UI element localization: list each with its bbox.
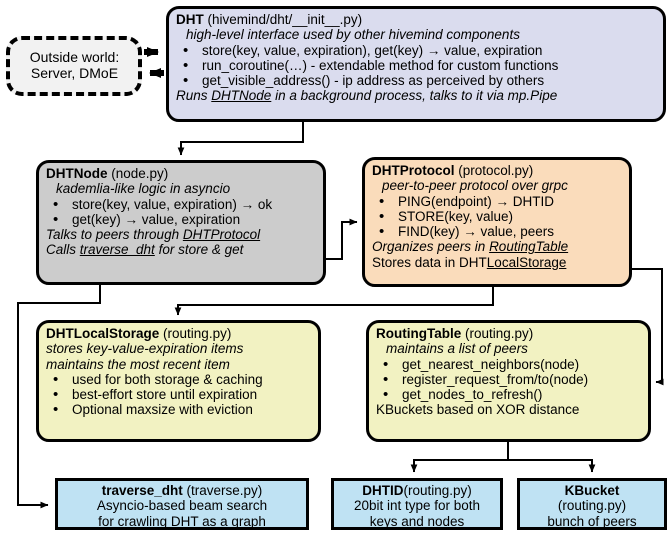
dhtnode-footer-1: Talks to peers through DHTProtocol	[46, 227, 317, 242]
dhtprotocol-title: DHTProtocol	[372, 163, 455, 178]
node-dht[interactable]: DHT (hivemind/dht/__init__.py) high-leve…	[166, 6, 666, 122]
node-outside-world[interactable]: Outside world: Server, DMoE	[6, 36, 142, 96]
dhtprotocol-bullet-2: FIND(key) → value, peers	[372, 223, 623, 241]
wire-routingtable-to-kbucket	[507, 442, 596, 473]
dhtprotocol-link-localstorage[interactable]: LocalStorage	[486, 254, 567, 270]
wire-routingtable-to-dhtid	[410, 442, 509, 473]
wire-dht-to-dhtnode	[177, 122, 304, 156]
dht-bullet-0: store(key, value, expiration), get(key) …	[176, 41, 657, 59]
routingtable-bullet-0: get_nearest_neighbors(node)	[376, 355, 642, 373]
dhtlocalstorage-subtitle-1: stores key-value-expiration items	[46, 341, 244, 357]
dhtnode-header: DHTNode (node.py)	[46, 166, 317, 181]
node-kbucket[interactable]: KBucket (routing.py) bunch of peers	[517, 478, 667, 530]
traverse-dht-line3: for crawling DHT as a graph	[98, 513, 266, 529]
dhtlocalstorage-bullet-2: Optional maxsize with eviction	[46, 401, 312, 419]
traverse-dht-title: traverse_dht	[101, 483, 183, 498]
dhtnode-link-traverse-dht[interactable]: traverse_dht	[79, 242, 155, 258]
dhtnode-footer2-post: for store & get	[154, 242, 244, 258]
traverse-dht-line2: Asyncio-based beam search	[96, 498, 268, 514]
dhtnode-module: (node.py)	[111, 166, 169, 181]
kbucket-title: KBucket	[564, 483, 620, 498]
outside-world-line2: Server, DMoE	[30, 64, 119, 81]
dhtlocalstorage-subtitle-2: maintains the most recent item	[46, 356, 230, 372]
dhtid-title: DHTID	[362, 483, 404, 498]
node-dhtnode[interactable]: DHTNode (node.py) kademlia-like logic in…	[36, 160, 326, 285]
dht-footer: Runs DHTNode in a background process, ta…	[176, 88, 657, 103]
traverse-dht-module: (traverse.py)	[186, 483, 263, 498]
kbucket-module: (routing.py)	[557, 498, 627, 514]
dht-subtitle: high-level interface used by other hivem…	[186, 27, 520, 43]
dhtprotocol-link-routingtable[interactable]: RoutingTable	[489, 239, 569, 255]
dht-footer-post: in a background process, talks to it via…	[271, 88, 558, 104]
dht-bullet-2: get_visible_address() - ip address as pe…	[176, 72, 657, 90]
dht-module: (hivemind/dht/__init__.py)	[207, 12, 363, 27]
node-dhtprotocol[interactable]: DHTProtocol (protocol.py) peer-to-peer p…	[362, 157, 632, 287]
dhtnode-footer2-pre: Calls	[46, 242, 80, 258]
node-routingtable[interactable]: RoutingTable (routing.py) maintains a li…	[366, 320, 651, 442]
dhtnode-bullet-0: store(key, value, expiration) → ok	[46, 195, 317, 213]
routingtable-subtitle: maintains a list of peers	[386, 341, 528, 357]
dhtlocalstorage-bullet-0: used for both storage & caching	[46, 371, 312, 389]
outside-world-text: Outside world: Server, DMoE	[29, 48, 120, 82]
routingtable-title: RoutingTable	[376, 326, 462, 341]
dhtprotocol-footer2-pre: Stores data in DHT	[372, 254, 487, 270]
dhtnode-footer-2: Calls traverse_dht for store & get	[46, 242, 317, 257]
dhtprotocol-footer-2: Stores data in DHTLocalStorage	[372, 255, 623, 270]
dht-title: DHT	[176, 12, 204, 27]
wire-outsideworld-to-dht	[144, 47, 164, 78]
node-dhtid[interactable]: DHTID(routing.py) 20bit int type for bot…	[331, 478, 503, 530]
dhtnode-bullet-1: get(key) → value, expiration	[46, 211, 317, 229]
dht-header: DHT (hivemind/dht/__init__.py)	[176, 12, 657, 27]
routingtable-module: (routing.py)	[465, 326, 534, 341]
routingtable-bullet-1: register_request_from/to(node)	[376, 371, 642, 389]
kbucket-line3: bunch of peers	[547, 513, 637, 529]
dhtprotocol-bullet-0: PING(endpoint) → DHTID	[372, 192, 623, 210]
dhtprotocol-bullet-1: STORE(key, value)	[372, 208, 623, 226]
dhtlocalstorage-bullet-1: best-effort store until expiration	[46, 386, 312, 404]
routingtable-header: RoutingTable (routing.py)	[376, 326, 642, 341]
dhtid-line2: 20bit int type for both	[353, 498, 481, 514]
dhtprotocol-subtitle: peer-to-peer protocol over grpc	[382, 178, 568, 194]
dhtid-module: (routing.py)	[403, 483, 472, 498]
dhtprotocol-footer-1: Organizes peers in RoutingTable	[372, 239, 623, 254]
dhtnode-subtitle: kademlia-like logic in asyncio	[56, 181, 231, 197]
dhtprotocol-footer1-pre: Organizes peers in	[372, 239, 490, 255]
dhtnode-title: DHTNode	[46, 166, 108, 181]
routingtable-footer: KBuckets based on XOR distance	[376, 402, 580, 418]
dhtprotocol-header: DHTProtocol (protocol.py)	[372, 163, 623, 178]
dht-bullet-1: run_coroutine(…) - extendable method for…	[176, 57, 657, 75]
dhtprotocol-module: (protocol.py)	[458, 163, 534, 178]
node-traverse-dht[interactable]: traverse_dht (traverse.py) Asyncio-based…	[55, 478, 309, 530]
dhtlocalstorage-header: DHTLocalStorage (routing.py)	[46, 326, 312, 341]
dhtlocalstorage-title: DHTLocalStorage	[46, 326, 160, 341]
dhtnode-link-dhtprotocol[interactable]: DHTProtocol	[182, 227, 261, 242]
dhtlocalstorage-module: (routing.py)	[163, 326, 232, 341]
traverse-dht-header: traverse_dht (traverse.py)	[62, 483, 302, 498]
outside-world-line1: Outside world:	[29, 48, 120, 65]
dht-footer-pre: Runs	[176, 88, 212, 104]
dhtnode-footer1-pre: Talks to peers through	[46, 227, 183, 242]
dht-footer-link-dhtnode[interactable]: DHTNode	[211, 88, 272, 104]
routingtable-bullet-2: get_nodes_to_refresh()	[376, 386, 642, 404]
node-dhtlocalstorage[interactable]: DHTLocalStorage (routing.py) stores key-…	[36, 320, 321, 442]
wire-dhtprotocol-to-dhtlocalstorage	[174, 287, 494, 316]
dhtid-header: DHTID(routing.py)	[338, 483, 496, 498]
dhtid-line3: keys and nodes	[369, 513, 465, 529]
